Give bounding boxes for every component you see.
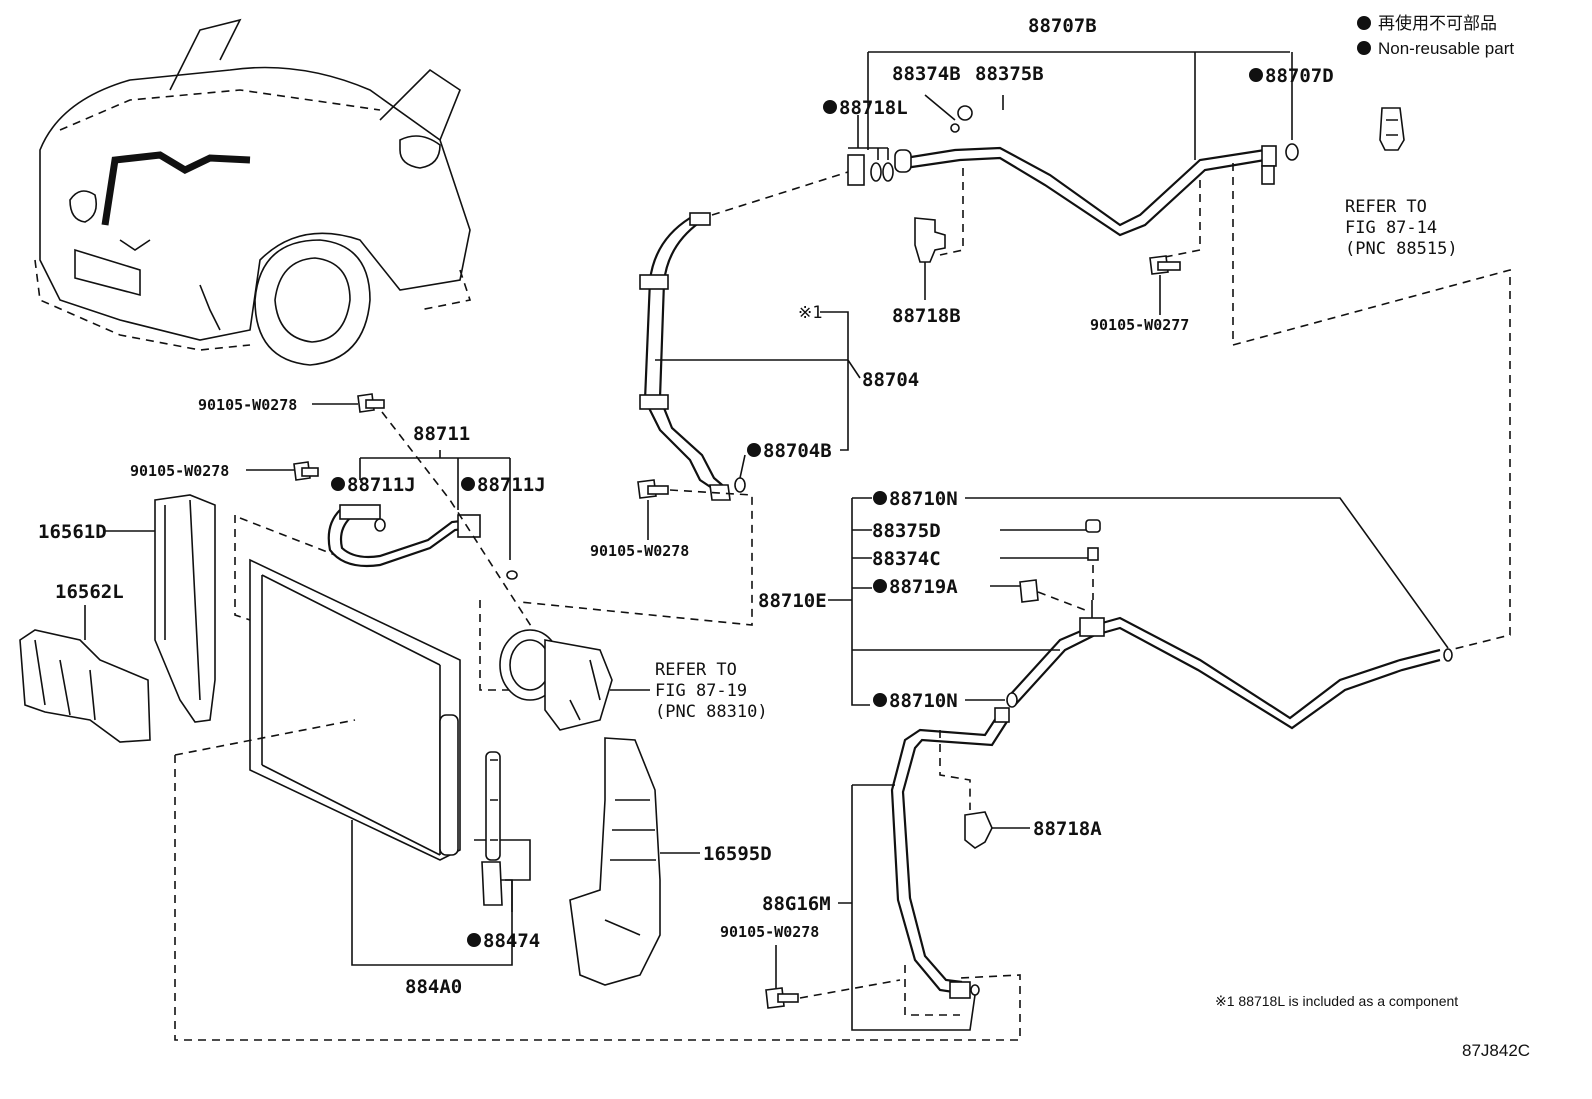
bolt-90105-W0277 xyxy=(1149,255,1181,315)
non-reusable-dot-icon xyxy=(467,933,481,947)
label-88711J-b: 88711J xyxy=(477,474,546,496)
label-16595D: 16595D xyxy=(703,843,772,865)
liquid-pipe-88711 xyxy=(239,411,541,641)
suction-pipe-88707B xyxy=(867,51,1511,651)
label-884A0: 884A0 xyxy=(405,976,462,998)
label-88711: 88711 xyxy=(413,423,470,445)
label-90105-W0277: 90105-W0277 xyxy=(1090,316,1189,334)
bolt-90105-W0278-a xyxy=(637,479,669,540)
ref-line: FIG 87-19 xyxy=(655,681,747,701)
label-90105-W0278-d: 90105-W0278 xyxy=(720,923,819,941)
label-88704B: 88704B xyxy=(763,440,832,462)
label-16561D: 16561D xyxy=(38,521,107,543)
bolt-90105-W0278-d xyxy=(765,945,901,1009)
non-reusable-dot-icon xyxy=(1249,68,1263,82)
non-reusable-dot-icon xyxy=(823,100,837,114)
label-88710N-a: 88710N xyxy=(889,488,958,510)
ref-line: REFER TO xyxy=(655,660,737,680)
label-88707B: 88707B xyxy=(1028,15,1097,37)
seal-16595D xyxy=(569,737,700,986)
non-reusable-dot-icon xyxy=(331,477,345,491)
non-reusable-dot-icon xyxy=(873,693,887,707)
legend-en: Non-reusable part xyxy=(1378,39,1514,58)
non-reusable-dot-icon xyxy=(461,477,475,491)
label-88718B: 88718B xyxy=(892,305,961,327)
footnote-marker: ※1 xyxy=(798,303,822,323)
figure-code: 87J842C xyxy=(1462,1041,1530,1060)
non-reusable-dot-icon xyxy=(747,443,761,457)
label-90105-W0278-a: 90105-W0278 xyxy=(590,542,689,560)
ref-line: (PNC 88310) xyxy=(655,702,768,722)
compressor xyxy=(479,600,650,731)
ref-line: REFER TO xyxy=(1345,197,1427,217)
label-88374C: 88374C xyxy=(872,548,941,570)
footnote: ※1 88718L is included as a component xyxy=(1215,993,1458,1009)
oring-88707D xyxy=(1285,143,1299,161)
label-88375B: 88375B xyxy=(975,63,1044,85)
seal-16562L xyxy=(19,605,151,743)
desiccant-88474 xyxy=(481,751,513,912)
pipe-88G16M xyxy=(838,707,1010,1031)
label-88718L: 88718L xyxy=(839,97,908,119)
ref-line: FIG 87-14 xyxy=(1345,218,1437,238)
bolt-90105-W0278-b xyxy=(312,393,385,413)
pipe-88710E xyxy=(828,497,1453,730)
vehicle-sketch xyxy=(34,18,472,366)
non-reusable-dot-icon xyxy=(873,491,887,505)
label-88707D: 88707D xyxy=(1265,65,1334,87)
legend: 再使用不可部品 Non-reusable part xyxy=(1357,13,1514,58)
label-16562L: 16562L xyxy=(55,581,124,603)
clip-88718B xyxy=(914,217,946,300)
discharge-hose-88704 xyxy=(519,171,861,626)
condenser-884A0 xyxy=(174,515,1021,1041)
ref-line: (PNC 88515) xyxy=(1345,239,1458,259)
part-labels: 88707B 88374B 88375B 88707D 88718L 88718… xyxy=(38,15,1334,998)
label-88710E: 88710E xyxy=(758,590,827,612)
label-88375D: 88375D xyxy=(872,520,941,542)
label-88704: 88704 xyxy=(862,369,919,391)
label-88374B: 88374B xyxy=(892,63,961,85)
label-88G16M: 88G16M xyxy=(762,893,831,915)
label-90105-W0278-c: 90105-W0278 xyxy=(130,462,229,480)
connector-fig87-14 xyxy=(1379,107,1405,151)
non-reusable-dot-icon xyxy=(1357,41,1371,55)
legend-jp: 再使用不可部品 xyxy=(1378,13,1497,33)
label-88474: 88474 xyxy=(483,930,540,952)
label-90105-W0278-b: 90105-W0278 xyxy=(198,396,297,414)
reference-fig-87-19: REFER TO FIG 87-19 (PNC 88310) xyxy=(655,660,768,722)
bolt-90105-W0278-c xyxy=(246,461,319,481)
label-88718A: 88718A xyxy=(1033,818,1102,840)
label-88719A: 88719A xyxy=(889,576,958,598)
clamp-88718L xyxy=(847,115,894,186)
label-88710N-b: 88710N xyxy=(889,690,958,712)
non-reusable-dot-icon xyxy=(1357,16,1371,30)
reference-fig-87-14: REFER TO FIG 87-14 (PNC 88515) xyxy=(1345,197,1458,259)
label-88711J-a: 88711J xyxy=(347,474,416,496)
non-reusable-dot-icon xyxy=(873,579,887,593)
clip-88718A xyxy=(939,730,1030,849)
seal-16561D xyxy=(105,494,216,723)
